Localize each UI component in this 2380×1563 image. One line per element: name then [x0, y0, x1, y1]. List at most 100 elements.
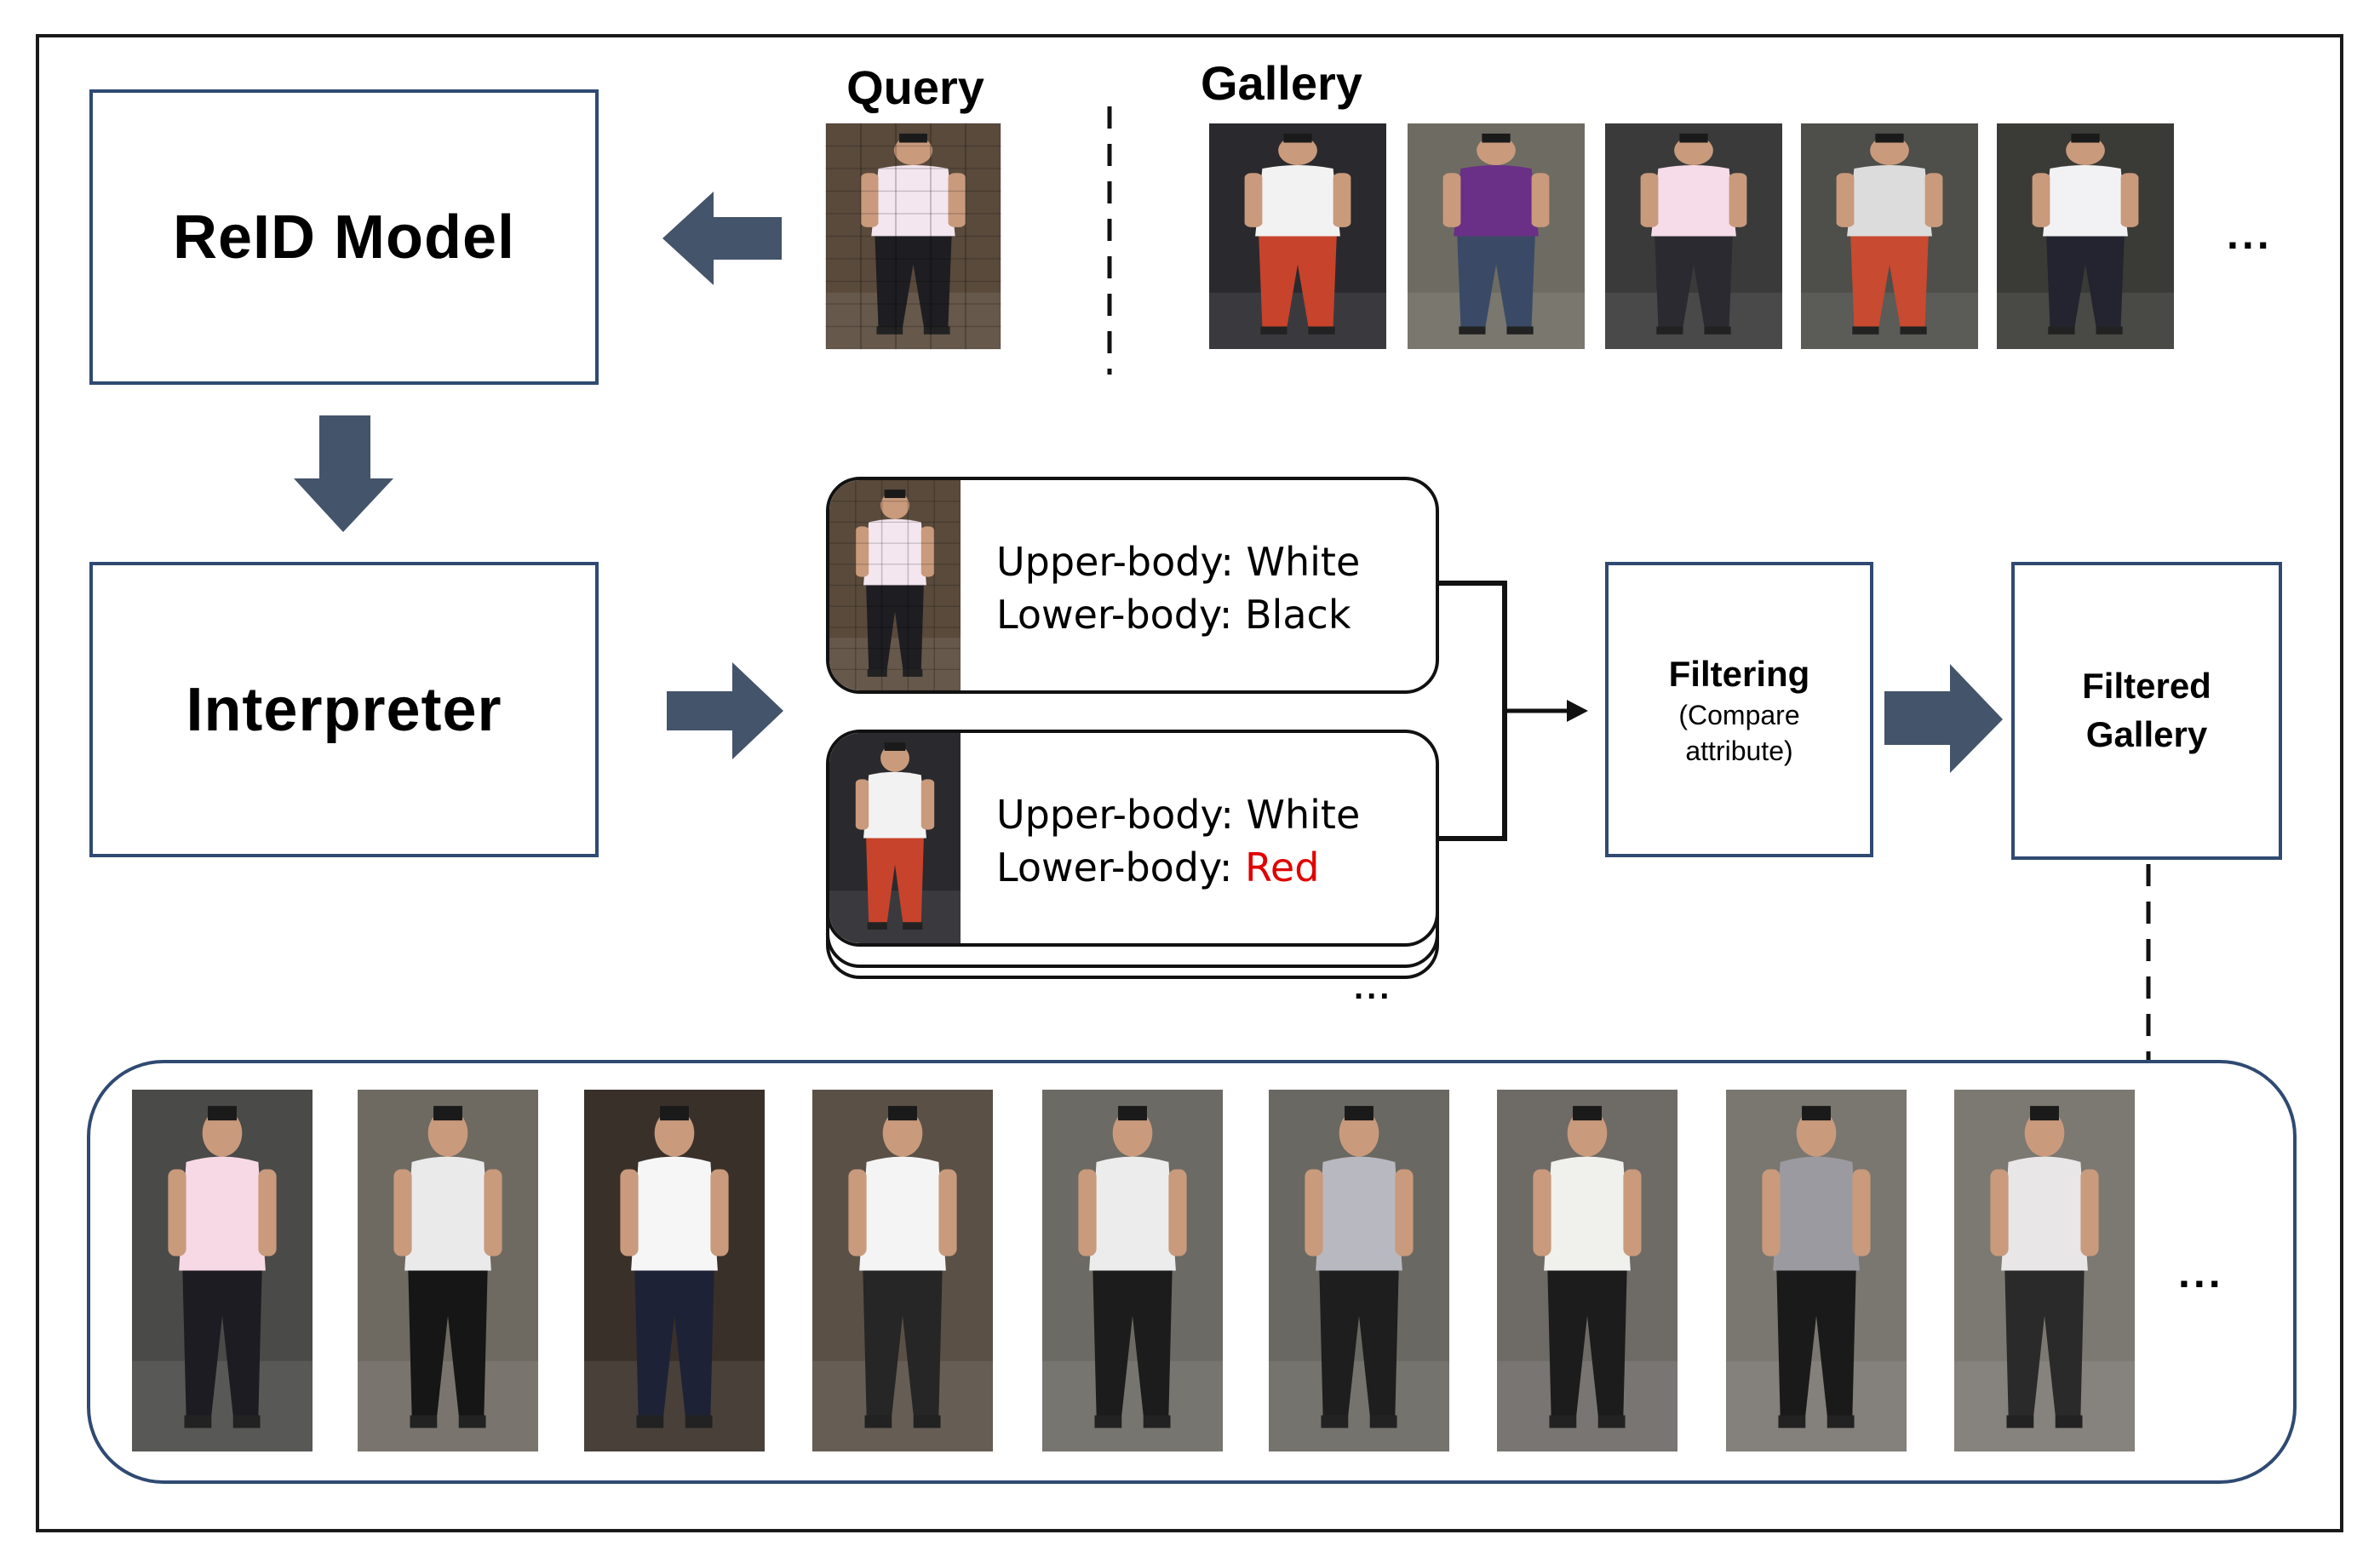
- ground: [1042, 1360, 1223, 1451]
- mosaic-cell: [894, 303, 932, 328]
- hair: [1802, 1106, 1831, 1121]
- upper-body-clothing: [631, 1156, 718, 1271]
- right-arm: [948, 173, 966, 227]
- mosaic-cell: [929, 168, 967, 192]
- mosaic-cell: [894, 123, 932, 147]
- hair: [433, 1106, 462, 1121]
- left-shoe: [1778, 1415, 1806, 1428]
- lower-body-clothing: [2046, 236, 2125, 327]
- hair: [1118, 1106, 1147, 1121]
- left-arm: [848, 1169, 867, 1257]
- mosaic-cell: [933, 605, 961, 628]
- right-shoe: [1143, 1415, 1171, 1428]
- left-arm: [1762, 1169, 1781, 1257]
- lower-body-clothing: [875, 236, 952, 327]
- head: [427, 1109, 468, 1157]
- mosaic-cell: [929, 280, 967, 305]
- left-shoe: [636, 1415, 664, 1428]
- hair: [1283, 133, 1312, 143]
- query-attribute-text: Upper-body: White Lower-body: Black: [996, 535, 1422, 646]
- gallery-card-image: [829, 733, 961, 943]
- mosaic-cell: [859, 258, 898, 283]
- right-arm: [1729, 173, 1747, 227]
- mosaic-cell: [894, 280, 932, 305]
- ground: [812, 1360, 993, 1451]
- mosaic-cell: [859, 123, 898, 147]
- gallery-heading: Gallery: [1201, 56, 1362, 110]
- filtered-ellipsis: ...: [2178, 1249, 2224, 1297]
- mosaic-cell: [859, 280, 898, 305]
- right-shoe: [913, 1415, 941, 1428]
- mosaic-cell: [933, 627, 961, 650]
- mosaic-cell: [859, 168, 898, 192]
- filtered-image: [132, 1090, 313, 1451]
- filtered-gallery-line-2: Gallery: [2085, 714, 2208, 754]
- mosaic-cell: [880, 605, 909, 628]
- ground: [829, 890, 961, 943]
- right-arm: [1924, 173, 1943, 227]
- right-shoe: [2096, 326, 2123, 335]
- interpreter-box: Interpreter: [89, 562, 599, 857]
- upper-body-clothing: [1089, 1156, 1176, 1271]
- upper-body-clothing: [2043, 165, 2128, 237]
- filtered-image: [812, 1090, 993, 1451]
- right-arm: [1531, 173, 1550, 227]
- mosaic-cell: [929, 213, 967, 238]
- ground: [1269, 1360, 1449, 1451]
- mosaic-cell: [855, 542, 883, 565]
- mosaic-cell: [829, 564, 857, 587]
- head: [880, 491, 909, 519]
- outer-frame: [36, 34, 2343, 1532]
- left-shoe: [867, 922, 887, 930]
- mosaic-cell: [824, 303, 863, 328]
- mosaic-cell: [824, 168, 863, 192]
- left-shoe: [184, 1415, 212, 1428]
- right-shoe: [1308, 326, 1335, 335]
- mosaic-cell: [855, 480, 883, 502]
- ground: [1408, 292, 1585, 349]
- ground: [829, 638, 961, 690]
- upper-body-clothing: [1316, 1156, 1402, 1271]
- mosaic-cell: [829, 668, 857, 690]
- lower-body-clothing: [866, 838, 924, 923]
- mosaic-cell: [859, 325, 898, 350]
- mosaic-cell: [855, 668, 883, 690]
- right-arm: [1168, 1169, 1187, 1257]
- mosaic-cell: [964, 325, 1002, 350]
- left-shoe: [1656, 326, 1683, 335]
- mosaic-cell: [824, 235, 863, 260]
- filtered-image: [358, 1090, 538, 1451]
- right-arm: [938, 1169, 957, 1257]
- filtered-gallery-box: Filtered Gallery: [2011, 562, 2282, 860]
- mosaic-cell: [859, 213, 898, 238]
- mosaic-cell: [824, 123, 863, 147]
- ground: [1209, 292, 1386, 349]
- mosaic-cell: [907, 584, 935, 607]
- lower-body-clothing: [1457, 236, 1535, 327]
- mosaic-cell: [929, 235, 967, 260]
- mosaic-cell: [907, 647, 935, 670]
- hair: [1573, 1106, 1602, 1121]
- mosaic-cell: [907, 521, 935, 544]
- left-arm: [1244, 173, 1263, 227]
- right-arm: [484, 1169, 502, 1257]
- right-arm: [2120, 173, 2139, 227]
- mosaic-cell: [964, 168, 1002, 192]
- mosaic-cell: [859, 190, 898, 215]
- lower-body-clothing: [1776, 1270, 1856, 1416]
- lower-body-clothing: [1547, 1270, 1627, 1416]
- ground: [1954, 1360, 2135, 1451]
- mosaic-cell: [933, 647, 961, 670]
- filter-arrow-icon: [1884, 664, 2003, 773]
- mosaic-cell: [855, 647, 883, 670]
- lower-body-clothing: [408, 1270, 488, 1416]
- mosaic-cell: [855, 584, 883, 607]
- mosaic-cell: [964, 303, 1002, 328]
- mosaic-cell: [964, 280, 1002, 305]
- left-arm: [1990, 1169, 2009, 1257]
- mosaic-cell: [964, 145, 1002, 169]
- filtering-subtitle-1: (Compare: [1678, 700, 1800, 731]
- right-arrow-icon: [667, 662, 783, 759]
